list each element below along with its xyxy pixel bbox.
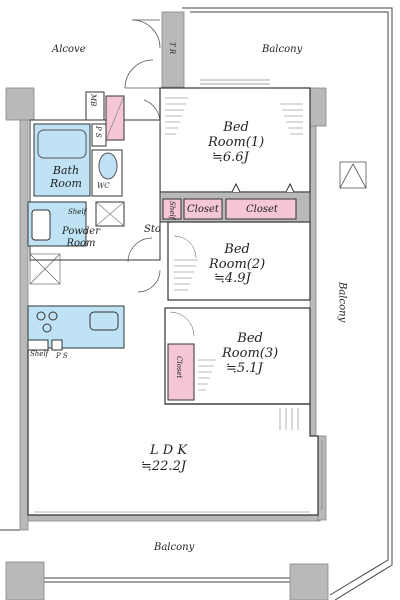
ps-lower-label: P S <box>56 352 68 360</box>
kitchen-counter <box>27 305 125 351</box>
bedroom-1-name: Bed Room(1) <box>208 120 265 150</box>
fridge-space <box>29 253 61 285</box>
closet-strip <box>159 182 311 223</box>
ldk-size: ≒22.2J <box>141 459 187 474</box>
bedroom-2 <box>167 221 311 301</box>
bedroom-2-size: ≒4.9J <box>214 271 251 286</box>
balcony-top-label: Balcony <box>262 44 303 55</box>
closet-b-label: Closet <box>246 204 278 215</box>
ps-upper-label: P S <box>94 126 103 138</box>
powder-room-label: Powder Room <box>62 226 101 249</box>
ldk-room <box>27 350 319 516</box>
alcove-area <box>124 19 161 89</box>
ldk-window-lines <box>34 408 323 513</box>
wet-area-block <box>27 119 161 261</box>
storage-doors <box>127 99 161 293</box>
shelf-kitchen-label: Shelf <box>30 350 49 358</box>
ldk-name: L D K <box>150 443 188 458</box>
bedroom-3-lines <box>169 311 216 391</box>
triangle-mark <box>339 161 367 189</box>
bedroom-3-name: Bed Room(3) <box>222 331 279 361</box>
shafts <box>85 91 125 147</box>
bedroom-1-window <box>200 79 270 89</box>
bedroom-1 <box>159 87 311 193</box>
wc-label: WC <box>97 182 110 190</box>
bath-room-label: Bath Room <box>50 164 82 190</box>
balcony-right-label: Balcony <box>336 282 348 323</box>
bedroom-2-lines <box>173 235 198 291</box>
bedroom-2-name: Bed Room(2) <box>209 242 266 272</box>
shelf-closet-label: Shelf <box>168 201 177 220</box>
bedroom-1-size: ≒6.6J <box>212 150 249 165</box>
sto-label: Sto <box>144 224 161 235</box>
tr-label: T R <box>168 42 177 55</box>
closet-c-label: Closet <box>175 356 184 379</box>
balcony-bottom-label: Balcony <box>154 542 195 553</box>
shelf-powder-label: Shelf <box>68 208 87 216</box>
bedroom-3-closet <box>167 343 195 401</box>
closet-a-label: Closet <box>187 204 219 215</box>
alcove-label: Alcove <box>52 44 86 55</box>
bedroom-1-radiator-lines <box>165 97 303 135</box>
mb-label: MB <box>89 94 98 107</box>
balcony-outline <box>0 7 393 600</box>
bedroom-3-size: ≒5.1J <box>226 361 263 376</box>
